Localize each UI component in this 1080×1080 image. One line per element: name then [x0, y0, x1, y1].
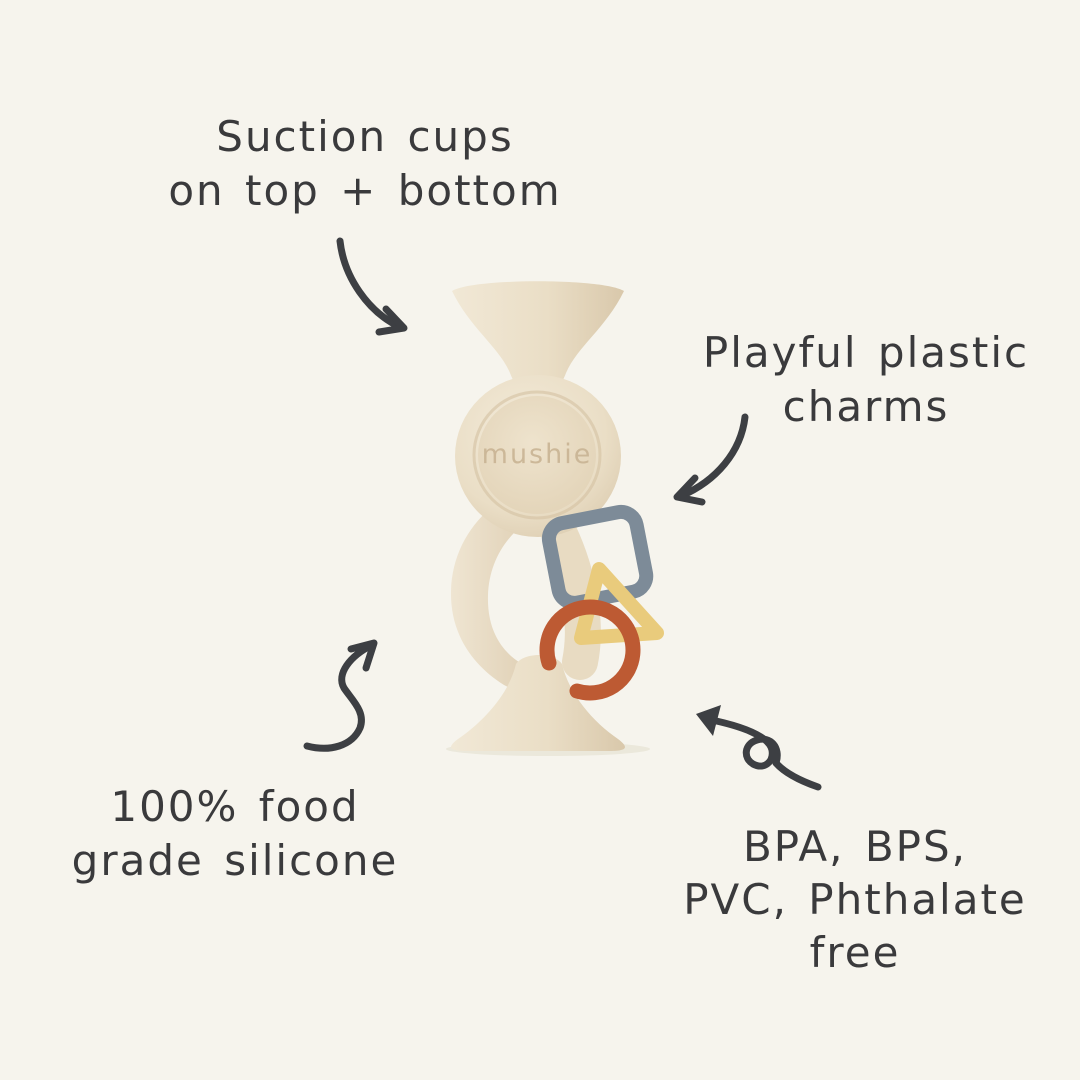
toy-ball-face [478, 396, 596, 514]
annotation-arrows [303, 237, 822, 791]
annotation-food-grade-silicone: 100% food grade silicone [35, 780, 435, 888]
arrow-to-body-icon [303, 639, 378, 752]
square-charm [541, 504, 654, 610]
annotation-line: on top + bottom [168, 166, 562, 215]
annotation-line: grade silicone [71, 836, 399, 885]
toy-handle-arm [450, 496, 548, 692]
annotation-line: BPA, BPS, [742, 822, 968, 871]
arrow-to-bottom-cup-icon [696, 705, 822, 791]
annotation-bpa-free: BPA, BPS, PVC, Phthalate free [655, 820, 1055, 979]
annotation-line: 100% food [110, 782, 360, 831]
mushie-logo: mushie [482, 439, 593, 470]
annotation-line: Playful plastic [702, 328, 1030, 377]
arrow-to-charms-icon [673, 413, 749, 506]
bottom-suction-cup [451, 655, 625, 751]
toy-product: mushie [446, 281, 664, 756]
annotation-plastic-charms: Playful plastic charms [666, 326, 1066, 434]
ring-charm [539, 599, 641, 701]
annotation-suction-cups: Suction cups on top + bottom [110, 110, 620, 218]
annotation-line: charms [782, 382, 950, 431]
toy-ball-groove [472, 390, 602, 520]
arrow-to-top-suction-icon [336, 237, 408, 336]
annotation-line: free [809, 928, 901, 977]
charms-group [539, 504, 664, 701]
annotation-line: PVC, Phthalate [683, 875, 1027, 924]
annotation-line: Suction cups [216, 112, 514, 161]
top-suction-cup [452, 281, 624, 396]
